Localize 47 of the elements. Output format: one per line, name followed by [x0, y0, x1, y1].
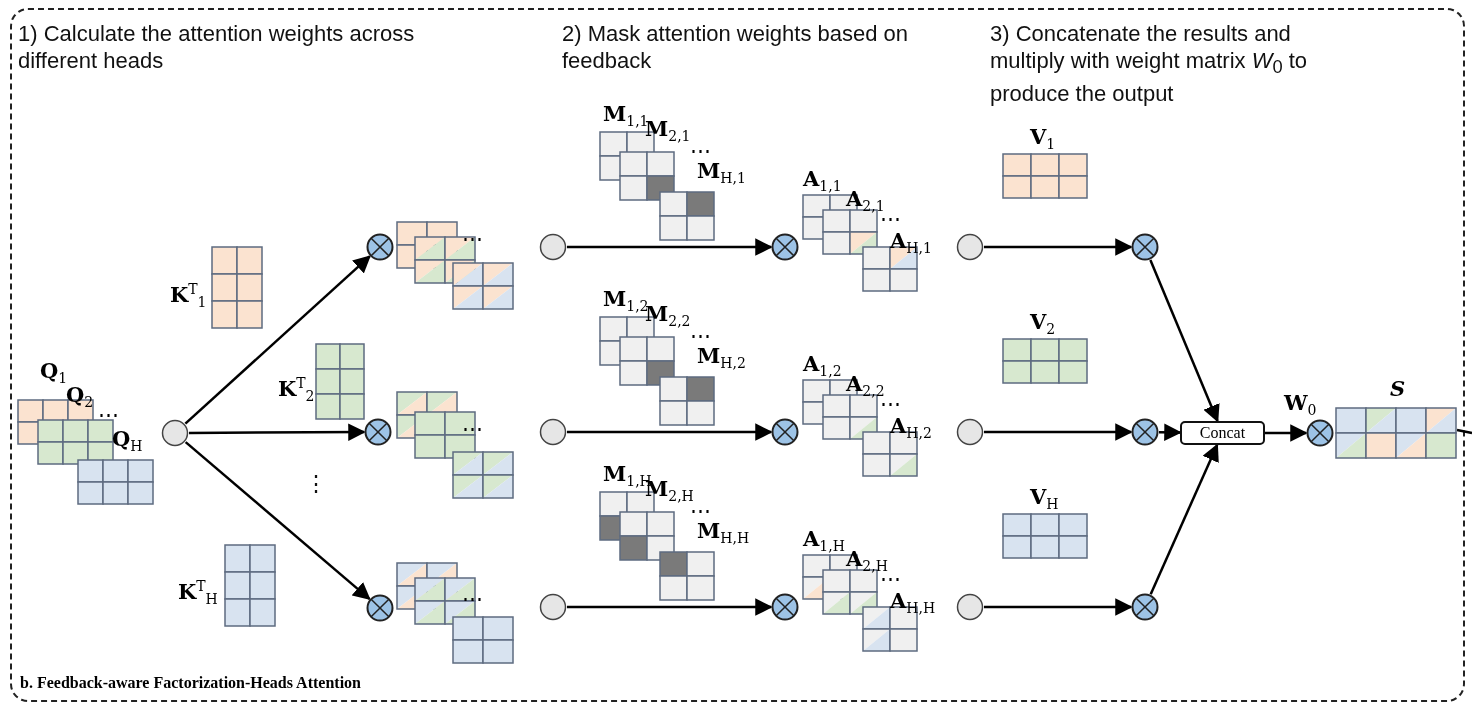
ellipsis-mark: ⋯: [98, 404, 119, 426]
ellipsis-mark: ⋯: [690, 500, 711, 522]
arrow: [1159, 423, 1182, 441]
arrow: [1149, 259, 1220, 423]
matrix-label: M$_{H,1}$: [697, 160, 746, 189]
matrix-label: Q$_{1}$: [40, 360, 68, 387]
arrow: [567, 238, 773, 256]
matrix-label: Q$_{H}$: [112, 428, 143, 457]
matrix-label: M$_{H,2}$: [697, 345, 746, 374]
matrix-label: V$_{2}$: [1030, 311, 1056, 340]
matrix-label: A$_{1,2}$: [803, 353, 842, 382]
arrow: [189, 423, 366, 441]
caption-text: b. Feedback-aware Factorization-Heads Attention: [20, 674, 361, 692]
matrix-label: A$_{1,1}$: [803, 168, 842, 197]
matrix-label: A$_{H,1}$: [890, 230, 932, 259]
heading-text: 3) Concatenate the results and multiply with weight matrix W$_{0}$ to produce the output: [990, 20, 1309, 108]
process-box: Concat: [1180, 421, 1265, 445]
matrix-label: V$_{H}$: [1030, 486, 1059, 515]
matrix-label: V$_{1}$: [1030, 126, 1056, 155]
matrix-label: A$_{H,H}$: [890, 590, 936, 619]
matrix-label: M$_{2,1}$: [645, 118, 691, 147]
arrow: [567, 598, 773, 616]
matrix-label: A$_{1,H}$: [803, 528, 845, 557]
heading-text: 1) Calculate the attention weights across different heads: [18, 20, 416, 74]
matrix-label: W$_{0}$: [1284, 392, 1317, 421]
matrix-label: A$_{2,1}$: [846, 188, 885, 217]
arrow: [984, 238, 1133, 256]
arrow: [184, 255, 371, 425]
ellipsis-mark: ⋯: [462, 228, 483, 250]
connector-line: [1456, 428, 1472, 435]
ellipsis-mark: ⋯: [462, 418, 483, 440]
arrow: [184, 441, 371, 601]
ellipsis-mark: ⋯: [690, 140, 711, 162]
ellipsis-mark: ⋯: [690, 325, 711, 347]
heading-text: 2) Mask attention weights based on feedback: [562, 20, 910, 74]
matrix-label: Q$_{2}$: [66, 384, 94, 413]
ellipsis-mark: ⋮: [305, 470, 325, 497]
arrow: [1149, 443, 1219, 595]
ellipsis-mark: ⋯: [462, 588, 483, 610]
matrix-label: A$_{2,2}$: [846, 373, 885, 402]
arrow: [1265, 424, 1308, 442]
matrix-label: S: [1390, 378, 1406, 400]
arrow: [567, 423, 773, 441]
matrix-label: M$_{H,H}$: [697, 520, 750, 549]
matrix-label: A$_{H,2}$: [890, 415, 932, 444]
arrow: [984, 598, 1133, 616]
arrow: [984, 423, 1133, 441]
